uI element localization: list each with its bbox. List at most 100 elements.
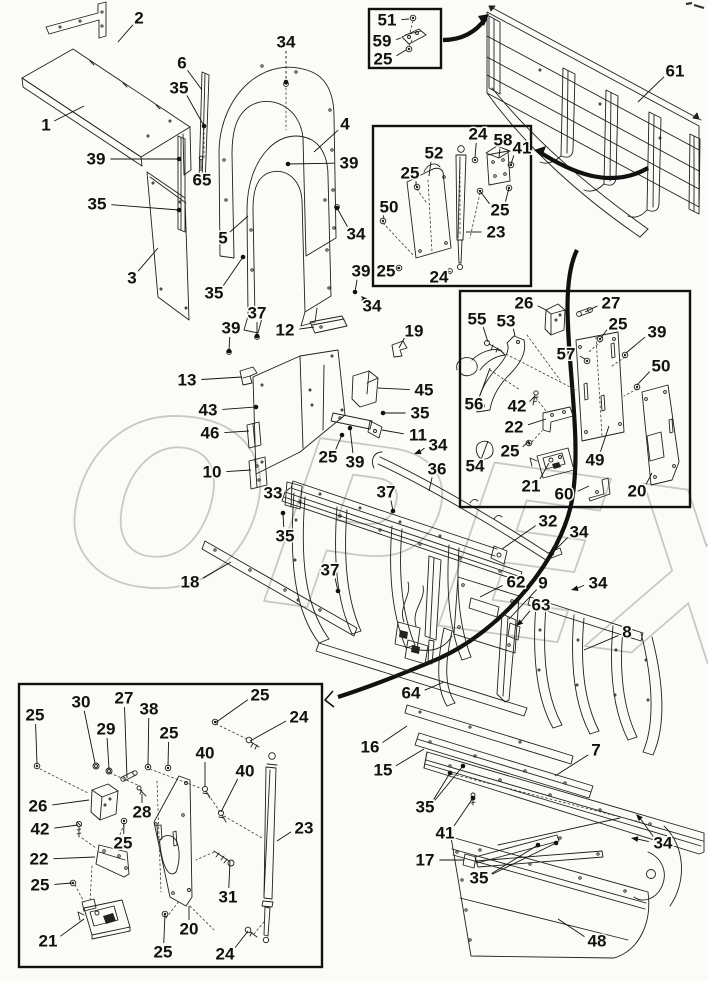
leader-line-9	[508, 589, 538, 620]
fastener-dot	[347, 425, 353, 431]
part-61-wall-panel	[486, 5, 702, 238]
fastener-dot	[226, 348, 232, 354]
leader-line-61	[637, 76, 665, 103]
leader-line-26	[52, 799, 90, 806]
callout-55-69: 55	[468, 310, 487, 329]
leader-line-25	[335, 434, 343, 450]
callout-35-51: 35	[470, 869, 489, 888]
part-8-panels	[527, 596, 663, 756]
part-15-strip	[414, 732, 594, 799]
leader-line-24	[234, 930, 249, 948]
fastener-dot	[535, 842, 541, 848]
callout-6-2: 6	[177, 54, 186, 73]
callout-45-23: 45	[415, 381, 434, 400]
leader-line-6	[187, 69, 203, 91]
callout-39-11: 39	[340, 154, 359, 173]
callout-54-79: 54	[466, 457, 485, 476]
callout-42-96: 42	[31, 820, 50, 839]
callout-39-6: 39	[87, 150, 106, 169]
leader-arrowhead	[516, 619, 524, 626]
leader-arrowhead	[414, 448, 422, 455]
leader-line-51	[401, 18, 410, 21]
leader-line-25	[163, 913, 166, 944]
callout-39-28: 39	[346, 453, 365, 472]
callout-27-68: 27	[602, 294, 621, 313]
leader-arrowhead	[636, 814, 643, 822]
callout-8-42: 8	[622, 623, 631, 642]
leader-line-11	[381, 429, 404, 435]
callout-25-89: 25	[160, 724, 179, 743]
leader-line-63	[520, 610, 531, 623]
fastener-dot	[470, 795, 476, 801]
callout-39-17: 39	[222, 319, 241, 338]
callout-51-54: 51	[378, 11, 397, 30]
callout-18-35: 18	[181, 573, 200, 592]
callout-39-72: 39	[648, 323, 667, 342]
leader-line-60	[577, 485, 590, 492]
leader-line-26	[537, 305, 547, 311]
leader-line-22	[527, 418, 547, 426]
callout-50-74: 50	[652, 357, 671, 376]
leader-line-25	[35, 723, 38, 765]
leader-line-24	[249, 720, 287, 742]
fastener-dot	[335, 588, 341, 594]
callout-37-34: 37	[321, 561, 340, 580]
leader-line-57	[579, 355, 586, 360]
callout-53-70: 53	[497, 312, 516, 331]
callout-25-27: 25	[319, 448, 338, 467]
callout-34-12: 34	[347, 225, 366, 244]
leader-line-27	[584, 305, 598, 313]
fastener-dot	[280, 510, 286, 516]
corner-mark	[685, 1, 705, 10]
callout-25-97: 25	[114, 834, 133, 853]
callout-46-22: 46	[201, 424, 220, 443]
leader-line-25	[54, 882, 73, 885]
leader-line-45	[377, 387, 410, 391]
leader-line-7	[554, 754, 589, 777]
main-scene-fasteners	[203, 81, 340, 355]
callout-25-78: 25	[501, 442, 520, 461]
part-13-clip	[239, 366, 258, 386]
callout-24-91: 24	[290, 708, 309, 727]
leader-line-35	[491, 842, 557, 875]
leader-line-48	[557, 918, 585, 937]
leader-line-39	[228, 336, 231, 352]
leader-line-18	[202, 561, 232, 579]
callout-19-20: 19	[405, 322, 424, 341]
callout-57-73: 57	[557, 345, 576, 364]
callout-25-61: 25	[401, 164, 420, 183]
leader-line-52	[428, 161, 432, 177]
leader-line-25	[396, 49, 407, 57]
leader-line-30	[83, 710, 96, 764]
leader-line-23	[276, 831, 292, 842]
leader-arrowhead	[361, 296, 369, 303]
leader-line-19	[398, 337, 405, 349]
callout-26-67: 26	[515, 294, 534, 313]
leader-line-49	[600, 425, 610, 452]
callout-24-66: 24	[430, 268, 449, 287]
leader-line-25	[167, 741, 170, 767]
callout-31-101: 31	[219, 888, 238, 907]
leader-line-3	[137, 247, 159, 272]
callout-40-92: 40	[196, 744, 215, 763]
callout-16-44: 16	[361, 738, 380, 757]
leader-line-10	[226, 469, 252, 472]
detail-boxes-layer	[17, 7, 692, 969]
part-16-strip	[404, 704, 574, 765]
leader-line-56	[479, 367, 491, 396]
callout-24-104: 24	[216, 945, 235, 964]
parts-artwork	[21, 1, 705, 959]
part-18-strip	[201, 540, 358, 637]
callout-25-56: 25	[374, 50, 393, 69]
callout-11-25: 11	[409, 426, 427, 445]
callout-7-46: 7	[591, 741, 600, 760]
part-32-strap	[290, 480, 508, 565]
callout-63-41: 63	[532, 596, 551, 615]
callout-15-45: 15	[374, 761, 393, 780]
callout-64-43: 64	[402, 684, 421, 703]
callout-9-39: 9	[538, 574, 547, 593]
fastener-dot	[339, 432, 345, 438]
leader-line-46	[224, 430, 250, 433]
leader-line-25	[214, 699, 249, 724]
